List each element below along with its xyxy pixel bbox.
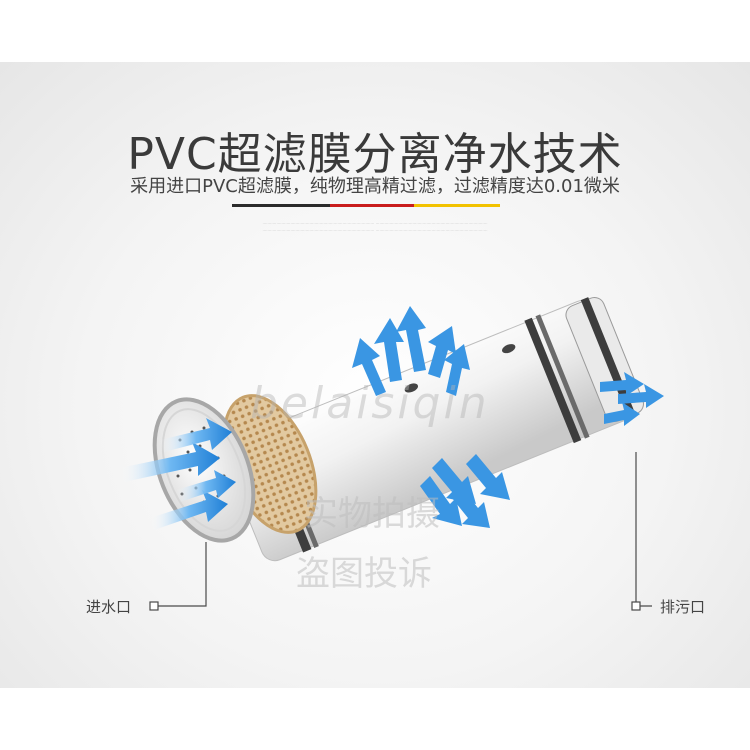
headline-title: PVC超滤膜分离净水技术 (127, 129, 623, 180)
outflow-arrows-bottom (420, 454, 510, 528)
outlet-callout-line (635, 452, 652, 607)
watermark-line-3: 盗图投诉 (296, 554, 432, 594)
outlet-arrows (600, 372, 664, 426)
band-right (524, 317, 582, 444)
outlet-label: 排污口 (660, 598, 706, 616)
divider-red (330, 204, 414, 207)
outflow-arrows-top (352, 306, 470, 396)
headline-subtitle: 采用进口PVC超滤膜，纯物理高精过滤，过滤精度达0.01微米 (130, 176, 620, 197)
inlet-label: 进水口 (86, 598, 132, 616)
divider-yellow (414, 204, 500, 207)
drain-hole (404, 383, 418, 393)
watermark-brand: belaisiqin (250, 378, 490, 429)
divider-dark (232, 204, 330, 207)
decorative-fine-print: ········································… (262, 221, 488, 233)
inlet-arrows (120, 418, 236, 530)
watermark-line-2: 实物拍摄 (304, 494, 440, 534)
inlet-callout-line (156, 542, 207, 607)
